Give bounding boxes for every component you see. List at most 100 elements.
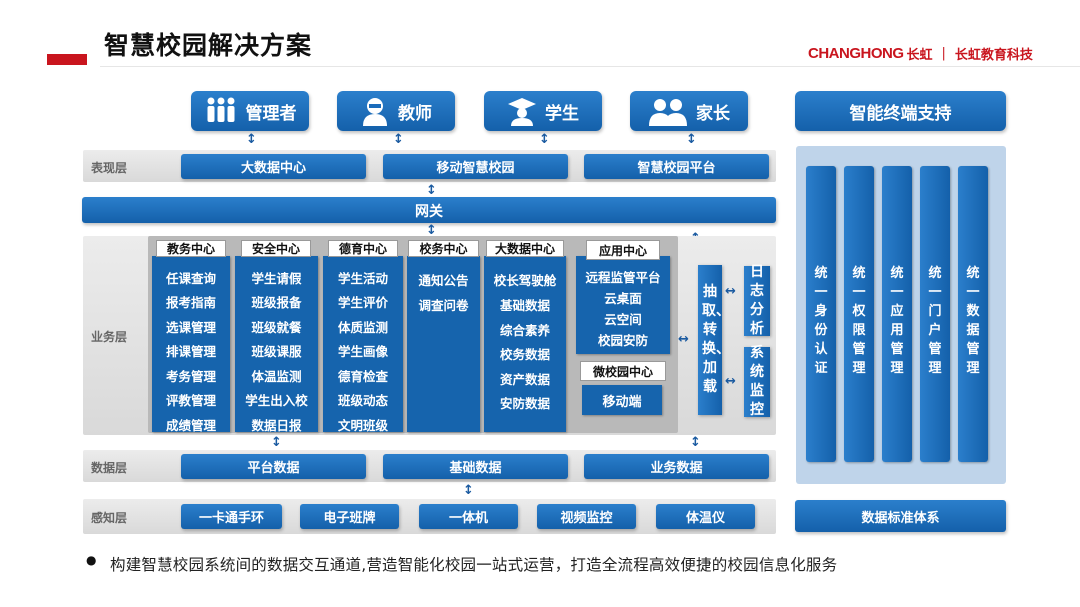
perception-box: 电子班牌 [300, 504, 399, 529]
page-title: 智慧校园解决方案 [104, 31, 313, 60]
group-icon [204, 96, 238, 126]
module-item: 基础数据 [499, 298, 550, 313]
side-box-label: 系统监控 [750, 345, 764, 418]
arrow-icon: ↕ [463, 483, 474, 498]
teacher-icon [360, 96, 390, 126]
module-item: 班级报备 [251, 295, 302, 310]
brand-name-en: CHANGHONG [808, 44, 904, 62]
module-item: 学生请假 [251, 271, 302, 286]
data-standard-box: 数据标准体系 [795, 500, 1006, 532]
module-title: 应用中心 [586, 240, 660, 260]
module-item: 校长驾驶舱 [493, 273, 557, 288]
module-title: 校务中心 [408, 240, 479, 257]
terminal-column: 统一身份认证 [806, 166, 836, 462]
app-center-box [576, 256, 670, 354]
role-label: 学生 [545, 103, 579, 124]
arrow-icon: ↕ [690, 435, 701, 450]
layer-label-business: 业务层 [91, 330, 128, 344]
module-title: 微校园中心 [580, 361, 666, 381]
module-column-safety [235, 256, 318, 432]
module-item: 安防数据 [499, 396, 550, 411]
module-column-moral [323, 256, 403, 432]
arrow-icon: ↕ [426, 183, 437, 198]
module-item: 排课管理 [165, 344, 216, 359]
system-monitor-box: 系统监控 [744, 345, 770, 418]
terminal-column: 统一应用管理 [882, 166, 912, 462]
role-teacher: 教师 [337, 91, 455, 131]
perception-box: 体温仪 [656, 504, 755, 529]
module-item: 数据日报 [251, 418, 302, 433]
module-item: 班级就餐 [251, 320, 302, 335]
arrow-icon: ↕ [271, 435, 282, 450]
module-item: 学生评价 [337, 295, 388, 310]
module-item: 远程监管平台 [585, 270, 661, 285]
role-label: 管理者 [245, 103, 297, 124]
brand-name-cn: 长虹 [906, 47, 933, 63]
module-title: 大数据中心 [486, 240, 564, 257]
module-item: 学生画像 [337, 344, 388, 359]
arrow-icon: ↕ [393, 132, 404, 147]
layer-label-data: 数据层 [91, 461, 128, 475]
module-item: 移动端 [582, 385, 662, 415]
role-label: 家长 [696, 103, 730, 124]
terminal-column-label: 统一身份认证 [814, 266, 828, 376]
perception-box: 一卡通手环 [181, 504, 282, 529]
module-item: 调查问卷 [418, 298, 469, 313]
title-accent-bar [47, 54, 87, 65]
data-box: 基础数据 [383, 454, 568, 479]
module-item: 体温监测 [251, 369, 302, 384]
terminal-column: 统一数据管理 [958, 166, 988, 462]
module-column-affairs [407, 256, 480, 432]
footer-text: 构建智慧校园系统间的数据交互通道,营造智能化校园一站式运营，打造全流程高效便捷的… [110, 556, 838, 574]
module-title: 安全中心 [241, 240, 311, 257]
data-box: 平台数据 [181, 454, 366, 479]
terminal-column: 统一门户管理 [920, 166, 950, 462]
module-column-bigdata [484, 256, 566, 432]
parents-icon [648, 96, 688, 126]
terminal-column: 统一权限管理 [844, 166, 874, 462]
header-divider [100, 66, 1080, 67]
layer-label-presentation: 表现层 [91, 161, 128, 175]
perception-box: 一体机 [419, 504, 518, 529]
module-item: 任课查询 [165, 271, 216, 286]
module-item: 资产数据 [499, 372, 550, 387]
brand-separator: | [941, 45, 946, 61]
graduation-cap-icon [507, 96, 537, 126]
arrow-icon: ↔ [725, 374, 736, 389]
presentation-box: 移动智慧校园 [383, 154, 568, 179]
role-student: 学生 [484, 91, 602, 131]
log-analysis-box: 日志分析 [744, 264, 770, 337]
module-item: 文明班级 [337, 418, 388, 433]
bullet-icon: ● [86, 553, 97, 567]
module-item: 成绩管理 [165, 418, 216, 433]
layer-label-perception: 感知层 [91, 511, 128, 525]
module-item: 校园安防 [597, 333, 648, 348]
module-item: 报考指南 [165, 295, 216, 310]
presentation-box: 大数据中心 [181, 154, 366, 179]
module-item: 云桌面 [604, 291, 642, 306]
module-item: 选课管理 [165, 320, 216, 335]
arrow-icon: ↕ [686, 132, 697, 147]
presentation-box: 智慧校园平台 [584, 154, 769, 179]
side-box-label: 日志分析 [750, 264, 764, 337]
gateway-bar: 网关 [82, 197, 776, 223]
role-label: 教师 [398, 103, 432, 124]
module-column-academic [152, 256, 230, 432]
etl-label: 抽取、转换、加载 [702, 284, 730, 395]
module-item: 班级动态 [337, 393, 388, 408]
module-item: 校务数据 [499, 347, 550, 362]
terminal-column-label: 统一权限管理 [852, 266, 866, 376]
arrow-icon: ↕ [246, 132, 257, 147]
role-manager: 管理者 [191, 91, 309, 131]
arrow-icon: ↔ [725, 284, 736, 299]
perception-box: 视频监控 [537, 504, 636, 529]
module-title: 教务中心 [156, 240, 226, 257]
module-item: 综合素养 [499, 323, 550, 338]
arrow-icon: ↕ [539, 132, 550, 147]
module-item: 评教管理 [165, 393, 216, 408]
module-item: 考务管理 [165, 369, 216, 384]
arrow-icon: ↕ [426, 223, 437, 238]
module-item: 通知公告 [418, 273, 469, 288]
terminal-column-label: 统一数据管理 [966, 266, 980, 376]
brand-logo: CHANGHONG 长虹 | 长虹教育科技 [808, 42, 1033, 64]
